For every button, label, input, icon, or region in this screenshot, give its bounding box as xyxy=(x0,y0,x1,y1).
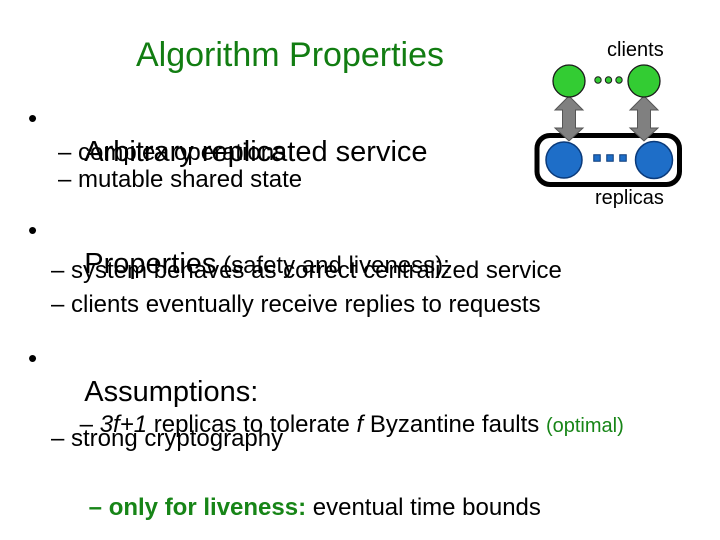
replica-node-right xyxy=(634,140,674,180)
client-ellipsis-dot xyxy=(594,76,602,84)
bullet-icon: • xyxy=(28,343,38,373)
liveness-rest: eventual time bounds xyxy=(306,494,541,521)
text-byzantine-faults: Byzantine faults xyxy=(363,411,546,438)
replica-ellipsis-dot xyxy=(619,154,627,162)
formula-3f1: 3f+1 xyxy=(99,411,148,438)
clients-replicas-diagram xyxy=(534,64,682,187)
client-node-right xyxy=(627,64,661,98)
bullet-icon: • xyxy=(28,103,38,133)
replica-ellipsis-dot xyxy=(606,154,614,162)
liveness-highlight: – only for liveness: xyxy=(88,494,307,521)
arrow-left-icon xyxy=(553,95,585,142)
clients-label: clients xyxy=(607,39,664,61)
bullet-arbitrary-service: • Arbitrary replicated service xyxy=(28,103,428,202)
replicas-label: replicas xyxy=(595,187,664,209)
sub-mutable-state: – mutable shared state xyxy=(58,166,303,193)
client-ellipsis-dot xyxy=(604,76,613,84)
bullet-icon: • xyxy=(28,215,38,245)
bullet-arbitrary-service-label: Arbitrary replicated service xyxy=(84,136,428,168)
formula-f: f xyxy=(356,411,364,438)
sub-only-liveness: – only for liveness: eventual time bound… xyxy=(62,466,541,540)
client-node-left xyxy=(552,64,586,98)
bullet-properties-label: Properties xyxy=(84,248,217,280)
client-ellipsis-dot xyxy=(615,76,623,84)
sub-3f1-replicas: – 3f+1 replicas to tolerate f Byzantine … xyxy=(53,383,624,467)
arrow-right-icon xyxy=(628,95,660,142)
replica-node-left xyxy=(545,141,583,179)
slide-title: Algorithm Properties xyxy=(135,36,444,74)
bullet-properties: • Properties (safety and liveness): xyxy=(28,215,450,314)
sub-strong-crypto: – strong cryptography xyxy=(51,425,284,452)
text-replicas-tolerate: replicas to tolerate xyxy=(147,411,357,438)
bullet-assumptions: • Assumptions: xyxy=(28,343,259,442)
sub-complex-operations: – complex operations xyxy=(58,139,287,166)
sub-system-behaves: – system behaves as correct centralized … xyxy=(51,257,562,284)
replica-ellipsis-dot xyxy=(593,154,601,162)
dash: – xyxy=(79,411,100,438)
sub-clients-replies: – clients eventually receive replies to … xyxy=(51,291,541,318)
bullet-assumptions-label: Assumptions: xyxy=(84,376,259,408)
bullet-properties-suffix: (safety and liveness): xyxy=(216,252,450,279)
optimal-note: (optimal) xyxy=(545,415,624,437)
